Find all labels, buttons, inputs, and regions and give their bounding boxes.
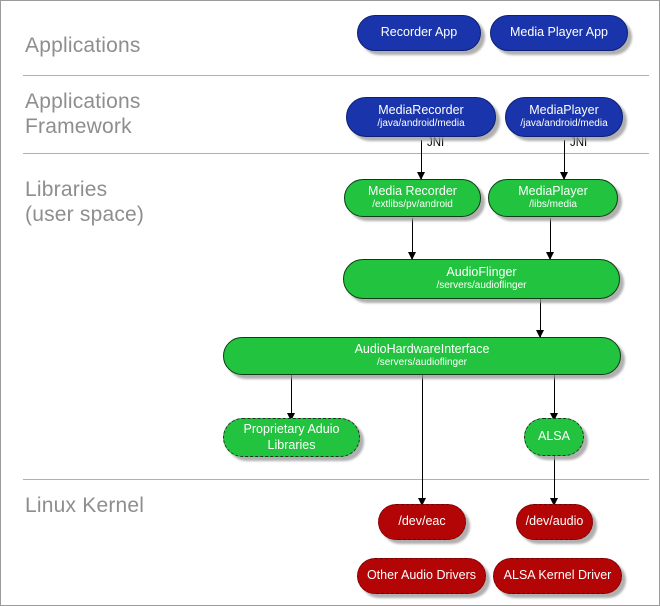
node-audiohardwareinterface-path: /servers/audioflinger — [376, 356, 468, 368]
node-mediaplayer-library[interactable]: MediaPlayer /libs/media — [488, 179, 618, 217]
arrowhead-media-recorder-lib-to-audioflinger — [408, 252, 416, 260]
layer-label-applications: Applications — [25, 34, 141, 57]
node-media-recorder-library-title: Media Recorder — [368, 184, 457, 199]
node-mediaplayer-library-title: MediaPlayer — [518, 184, 588, 199]
node-other-audio-drivers[interactable]: Other Audio Drivers — [357, 558, 486, 594]
arrowhead-alsa-to-dev-audio — [550, 498, 558, 506]
node-media-recorder-library-path: /extlibs/pv/android — [372, 198, 453, 210]
layer-label-applications-framework: Applications Framework — [25, 90, 141, 138]
node-mediarecorder-framework-title: MediaRecorder — [378, 103, 464, 118]
node-dev-audio[interactable]: /dev/audio — [516, 504, 593, 540]
node-media-recorder-library[interactable]: Media Recorder /extlibs/pv/android — [344, 179, 481, 217]
arrowhead-mediarecorder-to-media-recorder-lib — [417, 172, 425, 180]
node-audiohardwareinterface[interactable]: AudioHardwareInterface /servers/audiofli… — [223, 337, 621, 375]
divider-libraries — [23, 479, 649, 480]
node-mediarecorder-framework[interactable]: MediaRecorder /java/android/media — [346, 97, 496, 137]
layer-label-linux-kernel: Linux Kernel — [25, 494, 145, 517]
node-audiohardwareinterface-title: AudioHardwareInterface — [354, 342, 490, 357]
node-mediaplayer-library-path: /libs/media — [529, 198, 577, 210]
node-dev-eac-title: /dev/eac — [398, 514, 446, 529]
node-alsa-title: ALSA — [538, 429, 570, 444]
node-audioflinger-title: AudioFlinger — [446, 265, 517, 280]
arrowhead-mediaplayer-to-mediaplayer-lib — [560, 172, 568, 180]
edge-mediarecorder-to-media-recorder-lib — [421, 140, 423, 179]
arrowhead-audiohardwareinterface-to-proprietary-audio-libraries — [287, 413, 295, 421]
node-alsa[interactable]: ALSA — [524, 418, 584, 456]
edge-audiohardwareinterface-to-alsa — [554, 374, 556, 419]
edge-mediaplayer-lib-to-audioflinger — [550, 218, 552, 259]
divider-applications-framework — [23, 153, 649, 154]
edge-label-jni-left: JNI — [427, 137, 445, 149]
edge-audiohardwareinterface-to-proprietary-audio-libraries — [291, 374, 293, 419]
node-alsa-kernel-driver[interactable]: ALSA Kernel Driver — [493, 558, 622, 594]
edge-audiohardwareinterface-to-dev-eac — [422, 374, 424, 504]
node-media-player-app[interactable]: Media Player App — [490, 15, 628, 51]
node-mediaplayer-framework[interactable]: MediaPlayer /java/android/media — [505, 97, 623, 137]
node-media-player-app-title: Media Player App — [510, 25, 608, 40]
arrowhead-audiohardwareinterface-to-alsa — [550, 413, 558, 421]
edge-media-recorder-lib-to-audioflinger — [412, 218, 414, 259]
divider-applications — [23, 75, 649, 76]
node-other-audio-drivers-title: Other Audio Drivers — [366, 568, 477, 583]
edge-audioflinger-to-audiohardwareinterface — [540, 299, 542, 337]
layer-label-libraries: Libraries (user space) — [25, 178, 145, 226]
node-proprietary-audio-libraries[interactable]: Proprietary Aduio Libraries — [223, 418, 360, 457]
node-mediaplayer-framework-title: MediaPlayer — [529, 103, 599, 118]
node-alsa-kernel-driver-title: ALSA Kernel Driver — [503, 568, 612, 583]
edge-mediaplayer-to-mediaplayer-lib — [564, 140, 566, 179]
arrowhead-audioflinger-to-audiohardwareinterface — [536, 330, 544, 338]
node-proprietary-audio-libraries-title: Proprietary Aduio Libraries — [243, 421, 340, 452]
edge-label-jni-right: JNI — [570, 137, 588, 149]
node-mediaplayer-framework-path: /java/android/media — [520, 117, 608, 129]
arrowhead-mediaplayer-lib-to-audioflinger — [546, 252, 554, 260]
node-mediarecorder-framework-path: /java/android/media — [377, 117, 465, 129]
node-dev-audio-title: /dev/audio — [525, 514, 584, 529]
edge-alsa-to-dev-audio — [554, 456, 556, 504]
arrowhead-audiohardwareinterface-to-dev-eac — [418, 498, 426, 506]
node-dev-eac[interactable]: /dev/eac — [378, 504, 466, 540]
node-audioflinger[interactable]: AudioFlinger /servers/audioflinger — [343, 259, 620, 299]
node-recorder-app[interactable]: Recorder App — [357, 15, 481, 51]
node-audioflinger-path: /servers/audioflinger — [436, 279, 527, 291]
node-recorder-app-title: Recorder App — [380, 25, 458, 40]
